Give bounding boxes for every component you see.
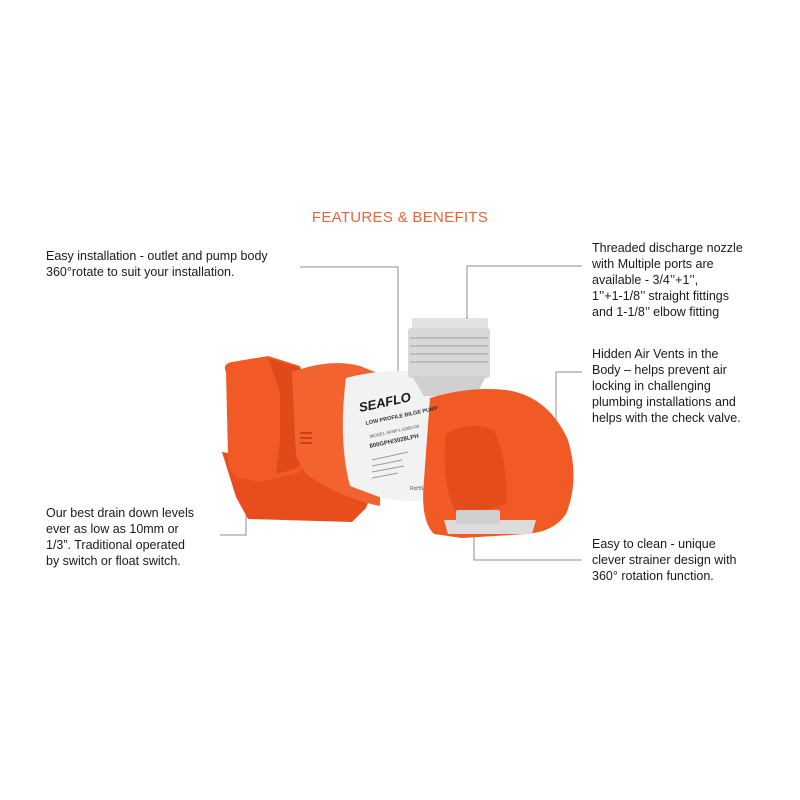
callout-line: 360°rotate to suit your installation. <box>46 265 235 279</box>
callout-line: 360° rotation function. <box>592 569 714 583</box>
leader-vents <box>555 371 582 437</box>
outlet-nozzle <box>408 318 490 396</box>
callout-line: Body – helps prevent air <box>592 363 727 377</box>
page-title: FEATURES & BENEFITS <box>311 209 489 226</box>
callout-line: plumbing installations and <box>592 395 736 409</box>
leader-rotate <box>300 266 399 386</box>
callout-line: helps with the check valve. <box>592 411 741 425</box>
callout-nozzle: Threaded discharge nozzle with Multiple … <box>592 240 743 320</box>
callout-line: clever strainer design with <box>592 553 737 567</box>
vent-slots <box>300 432 312 444</box>
callout-vents: Hidden Air Vents in the Body – helps pre… <box>592 346 741 426</box>
label-band <box>342 370 440 501</box>
leader-nozzle <box>466 265 582 320</box>
rohs-mark: RoHS <box>410 486 424 492</box>
callout-rotate: Easy installation - outlet and pump body… <box>46 248 268 280</box>
callout-line: with Multiple ports are <box>592 257 714 271</box>
callout-line: 1/3”. Traditional operated <box>46 538 185 552</box>
callout-line: and 1-1/8’’ elbow fitting <box>592 305 720 319</box>
callout-line: Our best drain down levels <box>46 506 194 520</box>
callout-line: Threaded discharge nozzle <box>592 241 743 255</box>
callout-line: Hidden Air Vents in the <box>592 347 719 361</box>
label-fine-print <box>371 451 409 479</box>
callout-strainer: Easy to clean - unique clever strainer d… <box>592 536 737 584</box>
callout-line: 1’’+1-1/8’’ straight fittings <box>592 289 729 303</box>
callout-drain: Our best drain down levels ever as low a… <box>46 505 194 569</box>
callout-line: locking in challenging <box>592 379 711 393</box>
callout-line: by switch or float switch. <box>46 554 181 568</box>
callout-line: available - 3/4’’+1’’, <box>592 273 699 287</box>
callout-line: ever as low as 10mm or <box>46 522 179 536</box>
callout-line: Easy installation - outlet and pump body <box>46 249 268 263</box>
callout-line: Easy to clean - unique <box>592 537 716 551</box>
strainer <box>444 510 536 534</box>
